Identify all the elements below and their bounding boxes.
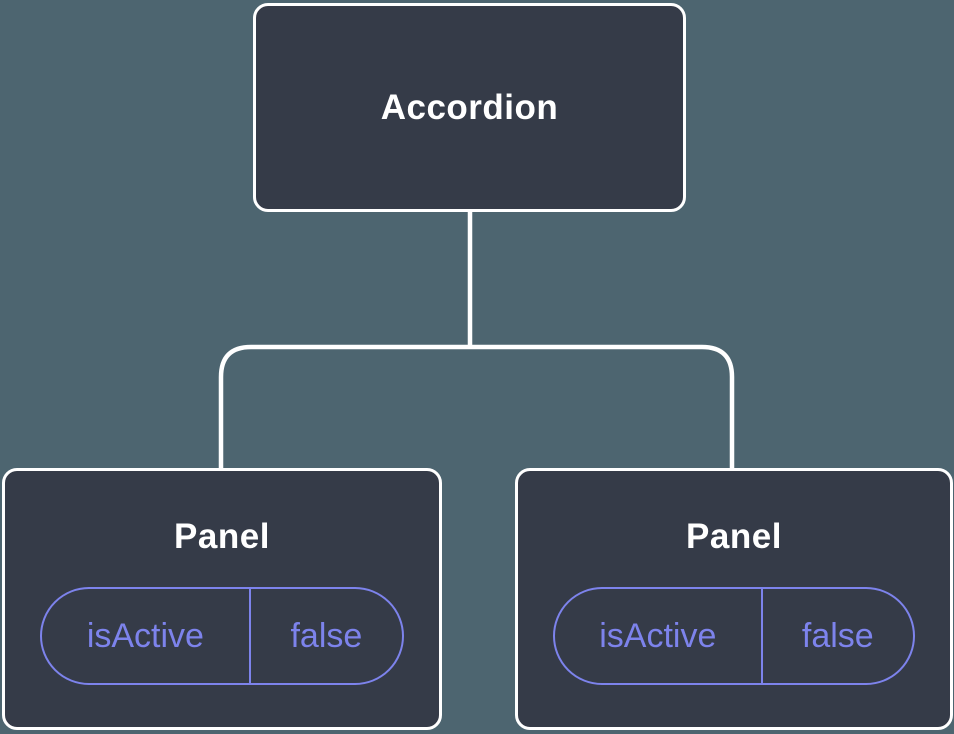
tree-node-accordion: Accordion: [253, 3, 686, 212]
state-key: isActive: [42, 589, 251, 683]
state-pill: isActive false: [553, 587, 915, 685]
tree-node-panel-1: Panel isActive false: [2, 468, 442, 730]
node-label: Accordion: [380, 87, 559, 127]
state-key: isActive: [555, 589, 763, 683]
state-value: false: [290, 616, 363, 655]
tree-node-panel-2: Panel isActive false: [515, 468, 953, 730]
node-label: Panel: [174, 517, 270, 556]
state-value: false: [801, 616, 874, 655]
edge-branch-to-panels: [218, 344, 735, 470]
node-label: Panel: [686, 517, 782, 556]
state-pill: isActive false: [40, 587, 404, 685]
